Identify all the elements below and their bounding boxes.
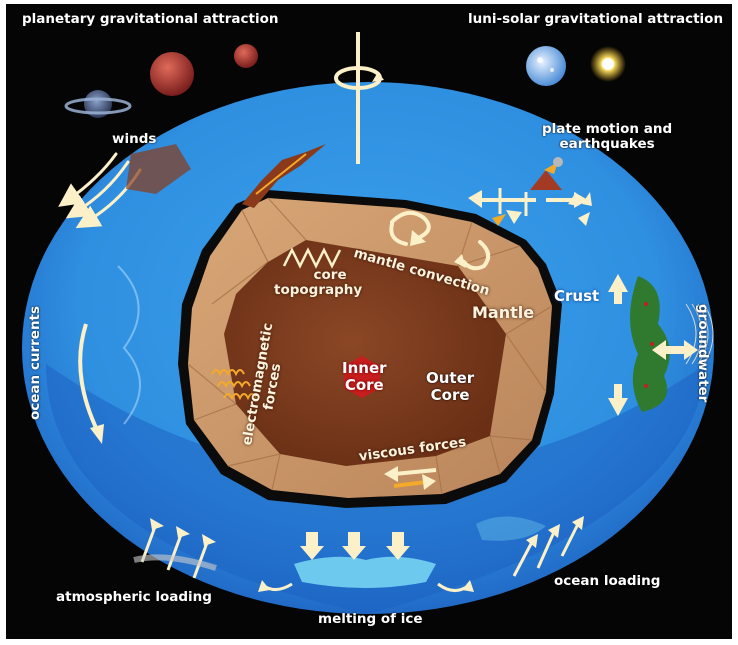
plate-motion-label: plate motion and earthquakes (542, 122, 672, 152)
plate-motion-label-line2: earthquakes (542, 137, 672, 152)
core-topography-label-line1: core (274, 268, 362, 283)
ice-sheet (294, 557, 436, 588)
planet-small-red-icon (234, 44, 258, 68)
outer-core-label: Outer Core (426, 370, 474, 403)
groundwater-label: groundwater (695, 304, 710, 402)
inner-core-label-line2: Core (342, 377, 387, 394)
core-topography-label-line2: topography (274, 283, 362, 298)
outer-core-label-line2: Core (426, 387, 474, 404)
diagram-canvas: planetary gravitational attraction luni-… (6, 4, 732, 639)
mantle-label: Mantle (472, 304, 534, 322)
ocean-currents-label: ocean currents (28, 306, 43, 420)
core-topography-label: core topography (274, 268, 362, 298)
planet-saturn-icon (66, 90, 130, 118)
melting-of-ice-label: melting of ice (318, 612, 423, 627)
winds-label: winds (112, 132, 156, 147)
ocean-loading-label: ocean loading (554, 574, 660, 589)
plate-motion-label-line1: plate motion and (542, 122, 672, 137)
moon-icon (526, 46, 566, 86)
crust-label: Crust (554, 288, 599, 305)
inner-core-label-line1: Inner (342, 360, 387, 377)
inner-core-label: Inner Core (342, 360, 387, 393)
earth-forces-diagram (6, 4, 732, 639)
sun-icon (590, 46, 626, 82)
planetary-gravitational-attraction-label: planetary gravitational attraction (22, 12, 278, 27)
outer-core-label-line1: Outer (426, 370, 474, 387)
planet-mars-icon (150, 52, 194, 96)
luni-solar-gravitational-attraction-label: luni-solar gravitational attraction (468, 12, 723, 27)
atmospheric-loading-label: atmospheric loading (56, 590, 212, 605)
